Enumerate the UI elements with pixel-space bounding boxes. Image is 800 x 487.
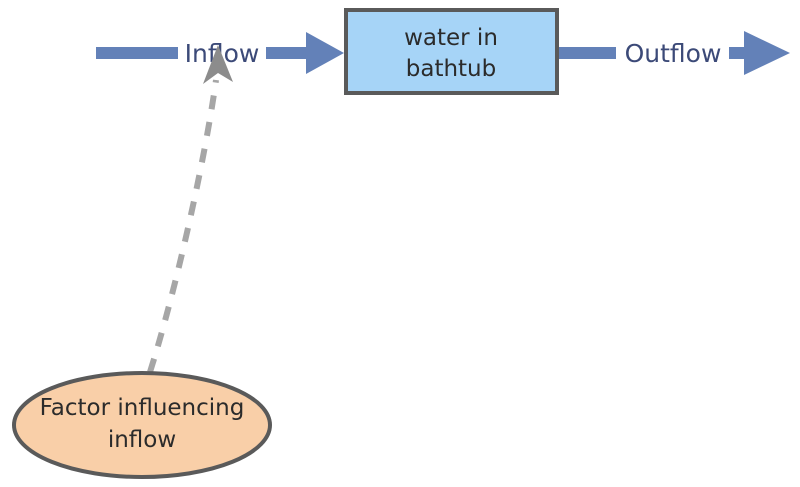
factor-label-line1: Factor influencing	[40, 395, 245, 421]
influence-link-factor-to-inflow[interactable]	[147, 45, 233, 373]
stock-rectangle	[344, 8, 559, 95]
inflow-shaft-left	[96, 47, 178, 59]
factor-ellipse	[12, 371, 272, 479]
stock-label-line2: bathtub	[406, 56, 496, 82]
inflow-shaft-right	[266, 47, 314, 59]
influence-arrowhead-icon	[203, 45, 233, 84]
factor-node-influencing-inflow[interactable]: Factor influencing inflow	[12, 371, 272, 479]
outflow-shaft-left	[559, 47, 616, 59]
stock-node-water-in-bathtub[interactable]: water in bathtub	[344, 8, 559, 95]
influence-link-line	[147, 79, 219, 373]
factor-label-line2: inflow	[108, 427, 176, 453]
outflow-arrow[interactable]	[559, 31, 790, 75]
outflow-label: Outflow	[625, 39, 722, 68]
inflow-arrow[interactable]	[96, 32, 344, 74]
inflow-arrowhead-icon	[306, 32, 344, 74]
stock-label-line1: water in	[404, 25, 498, 51]
outflow-arrowhead-icon	[744, 31, 790, 75]
